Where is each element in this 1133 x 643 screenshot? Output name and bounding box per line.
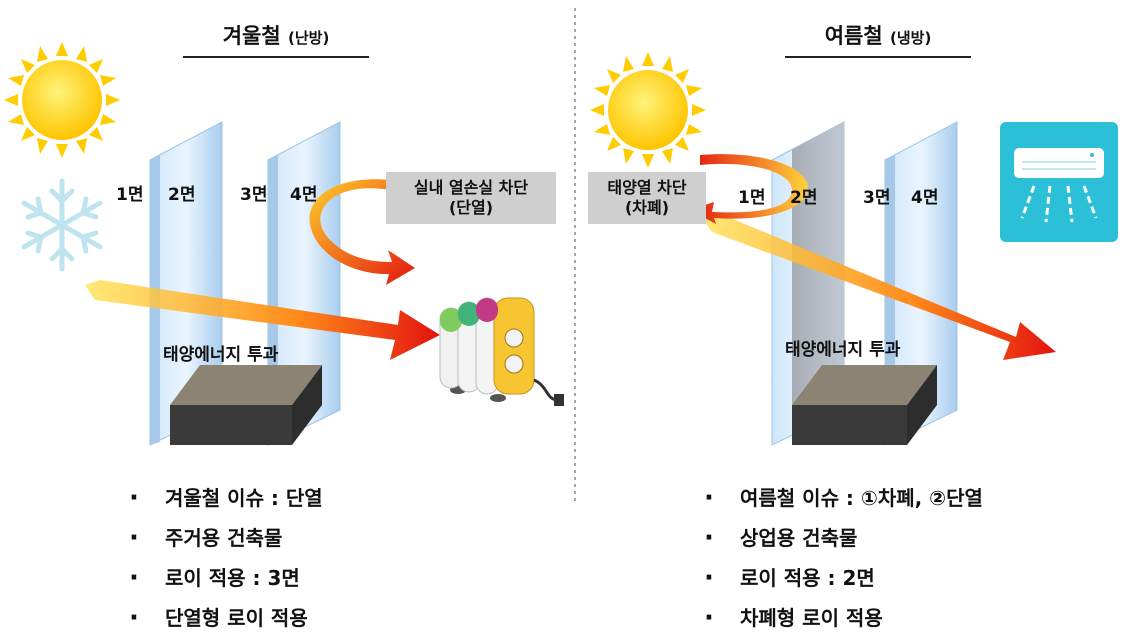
winter-title-subtitle: (난방) <box>287 29 330 47</box>
summer-surface-1: 1면 <box>738 188 766 208</box>
summer-bullet-item: 상업용 건축물 <box>700 518 983 558</box>
summer-title: 여름철 (냉방) <box>785 20 971 58</box>
summer-callout: 태양열 차단 (차폐) <box>588 172 706 224</box>
winter-bullet-item: 단열형 로이 적용 <box>125 598 323 638</box>
summer-spacer-block <box>792 365 937 445</box>
winter-callout: 실내 열손실 차단 (단열) <box>386 172 556 224</box>
summer-surface-2: 2면 <box>790 188 818 208</box>
winter-callout-line-2: (단열) <box>448 198 494 217</box>
summer-surface-4: 4면 <box>911 188 939 208</box>
snowflake-icon <box>21 178 103 272</box>
summer-heat-reflect-arrow <box>690 154 808 224</box>
heater-icon <box>439 297 564 406</box>
summer-bullet-item: 차폐형 로이 적용 <box>700 598 983 638</box>
summer-transmission-label: 태양에너지 투과 <box>785 340 901 360</box>
winter-title-text: 겨울철 <box>222 24 281 48</box>
winter-surface-1: 1면 <box>116 185 144 205</box>
summer-transmission-arrow <box>700 212 1056 360</box>
summer-callout-line-1: 태양열 차단 <box>607 178 687 197</box>
winter-surface-4: 4면 <box>290 185 318 205</box>
summer-title-subtitle: (냉방) <box>889 29 932 47</box>
winter-surface-2: 2면 <box>168 185 196 205</box>
winter-bullet-list: 겨울철 이슈 : 단열 주거용 건축물 로이 적용 : 3면 단열형 로이 적용 <box>125 478 323 638</box>
winter-heat-return-arrow <box>309 179 415 285</box>
summer-title-text: 여름철 <box>824 24 883 48</box>
summer-bullet-item: 로이 적용 : 2면 <box>700 558 983 598</box>
summer-bullet-list: 여름철 이슈 : ①차폐, ②단열 상업용 건축물 로이 적용 : 2면 차폐형… <box>700 478 983 638</box>
winter-title: 겨울철 (난방) <box>183 20 369 58</box>
winter-bullet-item: 겨울철 이슈 : 단열 <box>125 478 323 518</box>
winter-bullet-item: 로이 적용 : 3면 <box>125 558 323 598</box>
summer-callout-line-2: (차폐) <box>624 198 670 217</box>
winter-spacer-block <box>170 365 322 445</box>
summer-surface-3: 3면 <box>863 188 891 208</box>
summer-sun-icon <box>590 52 706 168</box>
winter-transmission-arrow <box>85 280 440 360</box>
winter-callout-line-1: 실내 열손실 차단 <box>413 178 529 197</box>
air-conditioner-icon <box>1000 122 1118 242</box>
winter-sun-icon <box>4 42 120 158</box>
winter-surface-3: 3면 <box>240 185 268 205</box>
winter-transmission-label: 태양에너지 투과 <box>163 345 279 365</box>
winter-bullet-item: 주거용 건축물 <box>125 518 323 558</box>
summer-bullet-item: 여름철 이슈 : ①차폐, ②단열 <box>700 478 983 518</box>
